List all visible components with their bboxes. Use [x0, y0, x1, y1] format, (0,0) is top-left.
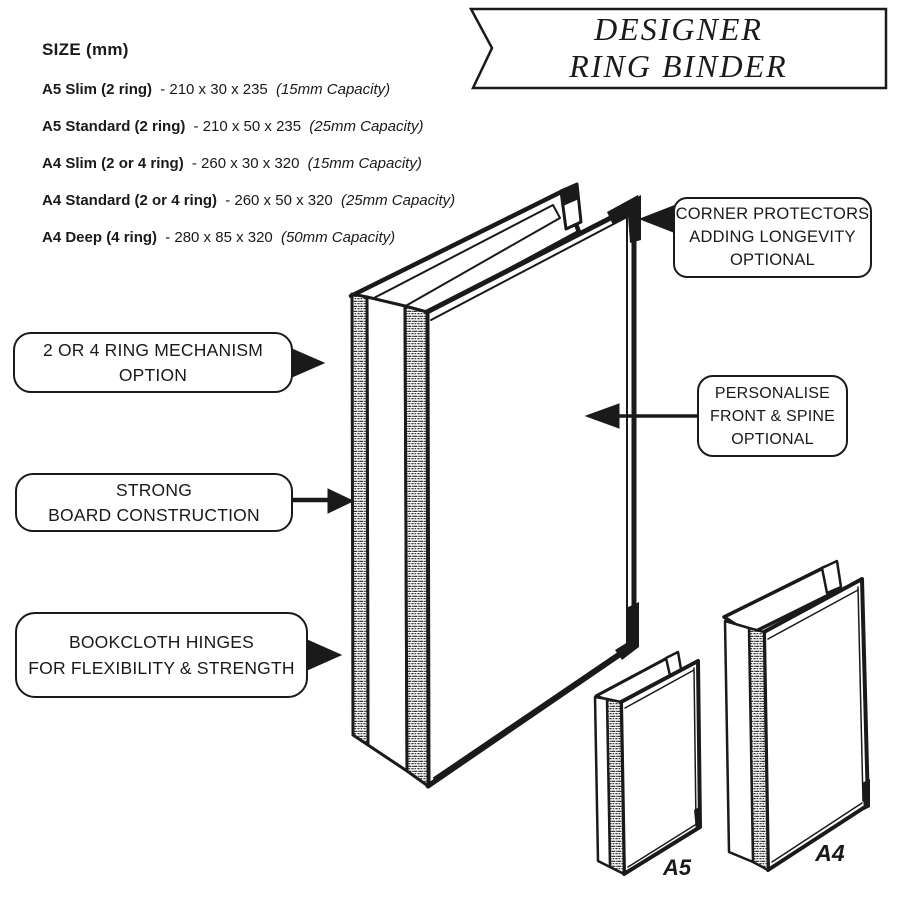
label-a5: A5 [662, 855, 692, 880]
a4-front-board [762, 577, 870, 872]
a4-back-tab [820, 559, 843, 595]
label-a4: A4 [815, 840, 845, 866]
callout-line: 2 OR 4 RING MECHANISM [42, 339, 264, 360]
size-item-capacity: (25mm Capacity) [309, 118, 424, 135]
personalise-arrow-icon [584, 403, 620, 429]
corner-protectors-arrow-icon [638, 204, 677, 234]
callout-line: OPTION [118, 364, 188, 385]
callout-line: FRONT & SPINE [710, 407, 835, 425]
bookcloth-arrow-icon [304, 638, 343, 672]
size-item-dimensions: - 210 x 50 x 235 [193, 118, 302, 135]
size-item-name: A5 Slim (2 ring) [42, 81, 153, 98]
callout-line: PERSONALISE [714, 384, 831, 402]
size-item-dimensions: - 260 x 50 x 320 [225, 192, 333, 209]
size-item-a5-slim: A5 Slim (2 ring) - 210 x 30 x 235 (15mm … [42, 81, 455, 98]
title-line-1: DESIGNER [594, 11, 763, 47]
corner-protector-back-tab [560, 184, 579, 206]
size-item-a4-slim: A4 Slim (2 or 4 ring) - 260 x 30 x 320 (… [42, 155, 455, 172]
title-line-2: RING BINDER [569, 48, 788, 84]
size-item-name: A5 Standard (2 ring) [42, 118, 186, 135]
a5-back-edge [593, 695, 612, 869]
main-binder-illustration [348, 182, 641, 789]
callout-ring-mechanism: 2 OR 4 RING MECHANISM OPTION [13, 332, 293, 393]
callout-strong-board: STRONG BOARD CONSTRUCTION [15, 473, 293, 532]
size-item-name: A4 Slim (2 or 4 ring) [42, 155, 184, 172]
size-item-capacity: (25mm Capacity) [340, 192, 456, 209]
binder-spine-panel [365, 295, 409, 773]
size-item-a5-standard: A5 Standard (2 ring) - 210 x 50 x 235 (2… [42, 118, 455, 135]
a5-corner-protector [694, 806, 701, 830]
front-board-top-inner-line [430, 216, 628, 321]
a5-binder-illustration [593, 650, 702, 876]
callout-line: BOARD CONSTRUCTION [48, 504, 260, 525]
ring-mechanism-arrow-icon [291, 348, 326, 378]
size-list-heading: SIZE (mm) [42, 40, 129, 59]
size-item-dimensions: - 280 x 85 x 320 [165, 229, 273, 246]
callout-line: CORNER PROTECTORS [675, 205, 870, 223]
size-item-name: A4 Standard (2 or 4 ring) [42, 192, 218, 209]
corner-protector-top-edge [627, 195, 641, 243]
a5-inner-lines [624, 667, 697, 868]
size-item-capacity: (15mm Capacity) [275, 81, 391, 98]
size-list: SIZE (mm) A5 Slim (2 ring) - 210 x 30 x … [42, 40, 455, 266]
bookcloth-hinge-left [350, 292, 370, 747]
size-item-a4-deep: A4 Deep (4 ring) - 280 x 85 x 320 (50mm … [42, 229, 455, 246]
a4-corner-protector [862, 779, 870, 810]
corner-protector-bottom [615, 602, 639, 660]
callout-line: ADDING LONGEVITY [689, 228, 856, 246]
callout-line: BOOKCLOTH HINGES [68, 632, 255, 652]
bookcloth-hinge-right [403, 304, 430, 788]
front-board-bottom-inner-line [433, 646, 628, 779]
callout-bookcloth-hinges: BOOKCLOTH HINGES FOR FLEXIBILITY & STREN… [15, 612, 308, 698]
title-banner: DESIGNER RING BINDER [472, 11, 885, 85]
a4-inner-lines [767, 586, 864, 863]
size-item-dimensions: - 260 x 30 x 320 [191, 155, 300, 172]
callout-line: OPTIONAL [731, 430, 814, 448]
size-item-a4-standard: A4 Standard (2 or 4 ring) - 260 x 50 x 3… [42, 192, 455, 209]
callout-line: OPTIONAL [729, 251, 816, 269]
size-item-capacity: (15mm Capacity) [307, 155, 422, 172]
title-banner-shape [468, 7, 888, 90]
strong-board-arrow-icon [327, 488, 355, 514]
a4-spine-panel [723, 619, 755, 864]
size-item-capacity: (50mm Capacity) [280, 229, 396, 246]
size-item-name: A4 Deep (4 ring) [42, 229, 158, 246]
callout-personalise: PERSONALISE FRONT & SPINE OPTIONAL [697, 375, 848, 457]
callout-line: STRONG [115, 479, 193, 500]
size-item-dimensions: - 210 x 30 x 235 [160, 81, 268, 98]
callout-corner-protectors: CORNER PROTECTORS ADDING LONGEVITY OPTIO… [673, 197, 872, 278]
a4-binder-illustration [722, 559, 870, 872]
callout-line: FOR FLEXIBILITY & STRENGTH [28, 658, 295, 678]
